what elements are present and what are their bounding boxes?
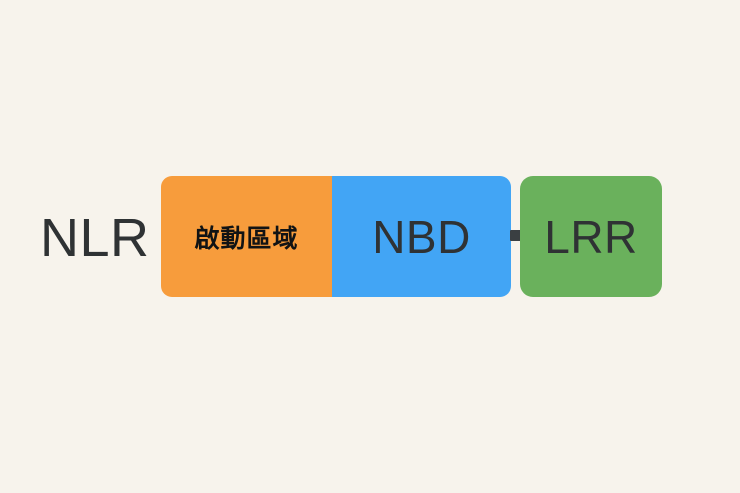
domain-segment-activation[interactable]: 啟動區域 <box>161 176 332 297</box>
domain-segment-lrr[interactable]: LRR <box>520 176 662 297</box>
domain-label-nbd: NBD <box>372 210 471 263</box>
protein-family-label: NLR <box>40 208 150 268</box>
domain-label-activation: 啟動區域 <box>194 224 299 253</box>
domain-label-lrr: LRR <box>544 210 638 263</box>
fused-domain-bar: 啟動區域 NBD <box>161 176 511 297</box>
domain-segment-nbd[interactable]: NBD <box>332 176 511 297</box>
domain-linker-bar <box>510 230 522 241</box>
